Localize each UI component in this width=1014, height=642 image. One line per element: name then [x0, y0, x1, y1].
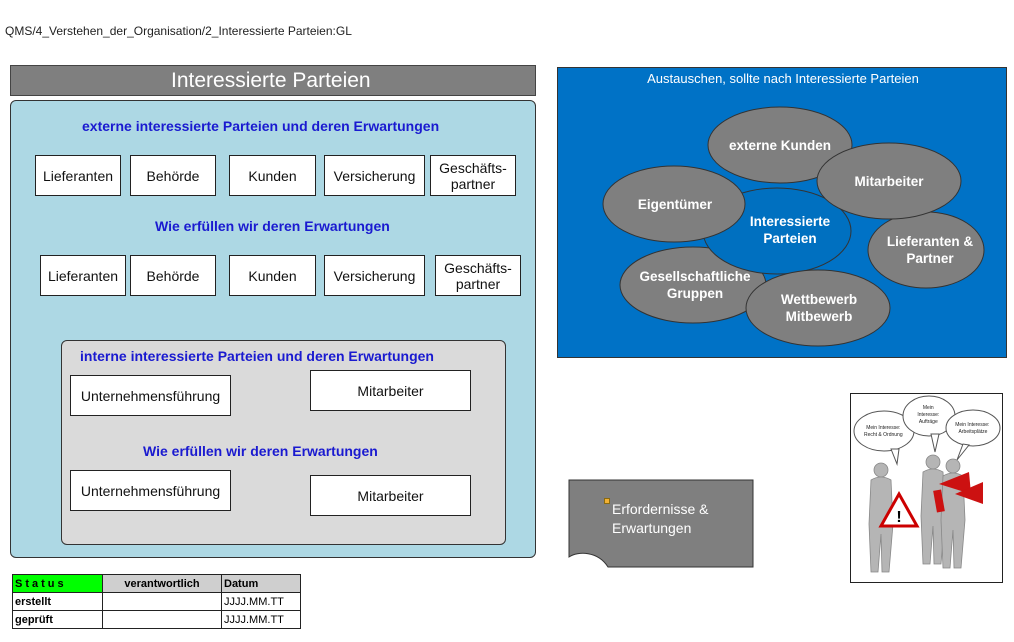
- external-fulfil-heading: Wie erfüllen wir deren Erwartungen: [155, 218, 390, 234]
- date-header: Datum: [221, 574, 301, 593]
- row-created-responsible[interactable]: [102, 592, 222, 611]
- table-row: erstellt JJJJ.MM.TT: [12, 592, 301, 611]
- fulfil-box-versicherung[interactable]: Versicherung: [324, 255, 425, 296]
- row-created-date[interactable]: JJJJ.MM.TT: [221, 592, 301, 611]
- ellipse-wettbewerb-line2: Mitbewerb: [786, 309, 853, 324]
- requirements-label: Erfordernisse & Erwartungen: [612, 501, 709, 536]
- internal-fulfil-heading: Wie erfüllen wir deren Erwartungen: [143, 443, 378, 459]
- row-checked-date[interactable]: JJJJ.MM.TT: [221, 610, 301, 629]
- bubble-2-line3: Aufträge: [919, 419, 938, 425]
- internal-fulfil-box-unternehmensfuehrung[interactable]: Unternehmensführung: [70, 470, 231, 511]
- warning-icon: !: [896, 509, 901, 526]
- ellipse-eigentuemer[interactable]: Eigentümer: [602, 165, 746, 243]
- status-table: Status verantwortlich Datum erstellt JJJ…: [12, 574, 301, 629]
- fulfil-box-geschaeftspartner[interactable]: Geschäfts- partner: [435, 255, 521, 296]
- bubble-2-line1: Mein: [923, 405, 934, 411]
- exchange-panel: Austauschen, sollte nach Interessierte P…: [557, 67, 1007, 358]
- ellipse-eigentuemer-label: Eigentümer: [638, 197, 713, 212]
- internal-box-mitarbeiter[interactable]: Mitarbeiter: [310, 370, 471, 411]
- requirements-document-shape[interactable]: [568, 479, 754, 571]
- internal-box-unternehmensfuehrung[interactable]: Unternehmensführung: [70, 375, 231, 416]
- ellipse-mitarbeiter-label: Mitarbeiter: [854, 174, 924, 189]
- fulfil-box-lieferanten[interactable]: Lieferanten: [40, 255, 126, 296]
- ellipse-center-line1: Interessierte: [750, 214, 831, 229]
- table-row: geprüft JJJJ.MM.TT: [12, 610, 301, 629]
- external-box-geschaeftspartner[interactable]: Geschäfts- partner: [430, 155, 516, 196]
- fulfil-box-behoerde[interactable]: Behörde: [130, 255, 216, 296]
- row-checked-responsible[interactable]: [102, 610, 222, 629]
- status-header: Status: [12, 574, 103, 593]
- ellipse-externe-kunden-label: externe Kunden: [729, 138, 831, 153]
- exchange-title: Austauschen, sollte nach Interessierte P…: [647, 71, 919, 86]
- external-box-versicherung[interactable]: Versicherung: [324, 155, 425, 196]
- status-table-header-row: Status verantwortlich Datum: [12, 574, 301, 593]
- stakeholders-illustration: Mein Interesse: Recht & Ordnung Mein Int…: [850, 393, 1003, 583]
- internal-fulfil-box-mitarbeiter[interactable]: Mitarbeiter: [310, 475, 471, 516]
- row-created-label: erstellt: [12, 592, 103, 611]
- external-box-behoerde[interactable]: Behörde: [130, 155, 216, 196]
- bubble-1-line1: Mein Interesse:: [866, 425, 900, 431]
- ellipse-externe-kunden[interactable]: externe Kunden: [707, 106, 853, 184]
- svg-text:Mein Interesse: Recht &: Mein Interesse: Recht & Ordnung Mein Int…: [864, 405, 991, 438]
- ellipse-lieferanten-line1: Lieferanten &: [887, 234, 974, 249]
- bubble-1-line2: Recht & Ordnung: [864, 432, 903, 438]
- bubble-2-line2: Interesse:: [917, 412, 939, 418]
- breadcrumb: QMS/4_Verstehen_der_Organisation/2_Inter…: [5, 24, 352, 38]
- external-heading: externe interessierte Parteien und deren…: [82, 118, 440, 134]
- responsible-header: verantwortlich: [102, 574, 222, 593]
- row-checked-label: geprüft: [12, 610, 103, 629]
- external-box-kunden[interactable]: Kunden: [229, 155, 316, 196]
- bubble-3-line1: Mein Interesse:: [955, 422, 989, 428]
- svg-text:Lieferanten &Partner: Lieferanten & Partner: [887, 234, 974, 266]
- bubble-3-line2: Arbeitsplätze: [959, 429, 988, 435]
- requirements-marker-icon: [604, 498, 610, 504]
- page-title: Interessierte Parteien: [10, 65, 536, 96]
- ellipse-mitarbeiter[interactable]: Mitarbeiter: [816, 142, 962, 220]
- ellipse-lieferanten-line2: Partner: [906, 251, 954, 266]
- ellipse-wettbewerb-line1: Wettbewerb: [781, 292, 857, 307]
- ellipse-gesellschaft-line2: Gruppen: [667, 286, 723, 301]
- ellipse-gesellschaft-line1: Gesellschaftliche: [639, 269, 751, 284]
- internal-heading: interne interessierte Parteien und deren…: [80, 348, 434, 364]
- fulfil-box-kunden[interactable]: Kunden: [229, 255, 316, 296]
- ellipse-center-line2: Parteien: [763, 231, 816, 246]
- ellipse-lieferanten[interactable]: Lieferanten & Partner: [867, 211, 985, 289]
- external-box-lieferanten[interactable]: Lieferanten: [35, 155, 121, 196]
